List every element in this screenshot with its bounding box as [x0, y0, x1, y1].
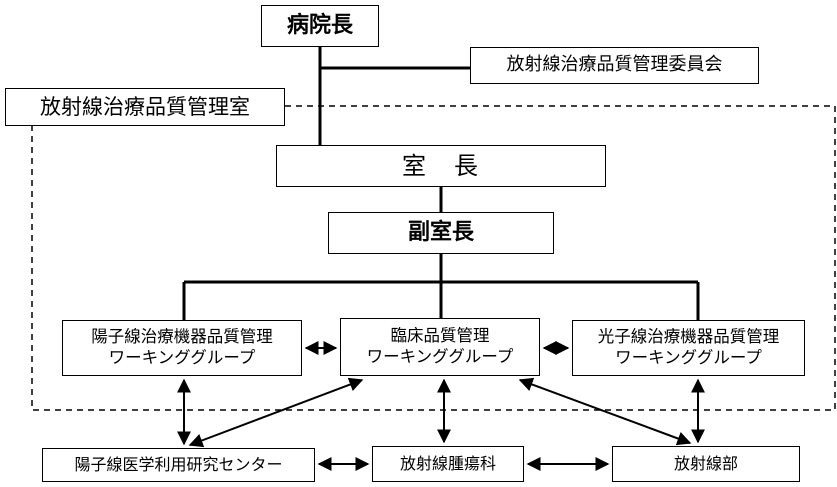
radiation-oncology-label: 放射線腫瘍科 [399, 454, 496, 473]
wg-clinical-line1: 臨床品質管理 [390, 326, 490, 346]
deputy-box: 副室長 [328, 212, 554, 254]
wg-clinical-box: 臨床品質管理 ワーキンググループ [340, 318, 540, 376]
wg-proton-box: 陽子線治療機器品質管理 ワーキンググループ [62, 320, 302, 376]
wg-photon-box: 光子線治療機器品質管理 ワーキンググループ [572, 320, 805, 376]
relation-arrows [177, 341, 705, 471]
deputy-label: 副室長 [407, 220, 474, 246]
chief-label: 室 長 [402, 152, 480, 180]
proton-center-box: 陽子線医学利用研究センター [42, 448, 315, 482]
office-label-box: 放射線治療品質管理室 [5, 88, 285, 126]
wg-proton-line2: ワーキンググループ [108, 348, 256, 367]
hierarchy-lines [182, 47, 700, 320]
radiology-box: 放射線部 [612, 446, 800, 482]
committee-label: 放射線治療品質管理委員会 [506, 54, 723, 76]
director-label: 病院長 [286, 13, 353, 39]
wg-photon-line2: ワーキンググループ [615, 348, 762, 367]
radiology-label: 放射線部 [673, 454, 738, 473]
committee-box: 放射線治療品質管理委員会 [470, 47, 759, 84]
proton-center-label: 陽子線医学利用研究センター [74, 455, 283, 474]
radiation-oncology-box: 放射線腫瘍科 [372, 446, 524, 482]
office-boundary [31, 105, 836, 411]
wg-photon-line1: 光子線治療機器品質管理 [597, 327, 780, 347]
chief-box: 室 長 [276, 145, 606, 187]
wg-proton-line1: 陽子線治療機器品質管理 [91, 327, 273, 347]
office-label: 放射線治療品質管理室 [40, 94, 250, 119]
wg-clinical-line2: ワーキンググループ [366, 347, 514, 366]
director-box: 病院長 [261, 5, 379, 47]
